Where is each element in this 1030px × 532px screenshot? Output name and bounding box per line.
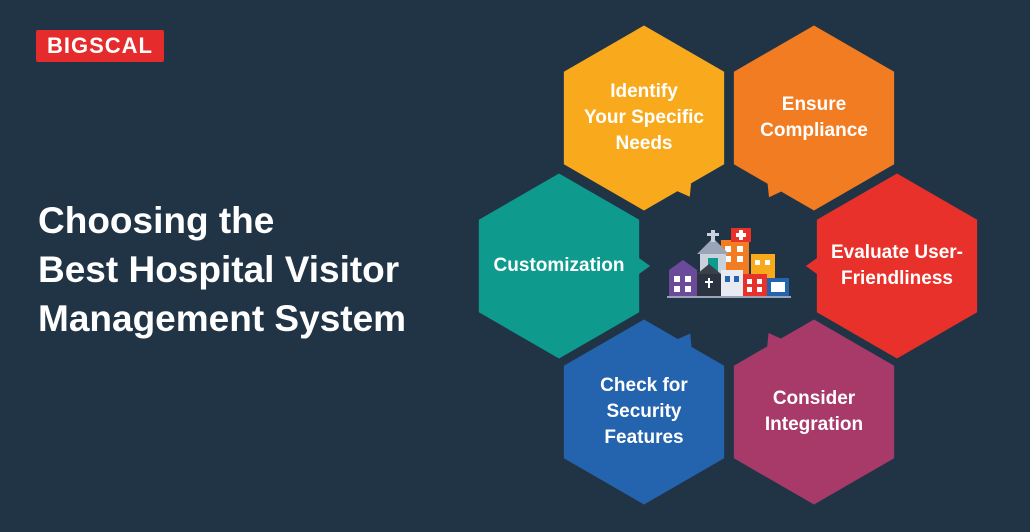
hospital-buildings-icon [667, 228, 791, 298]
label-consider-integration: Consider Integration [764, 388, 864, 435]
page-title: Choosing the Best Hospital Visitor Manag… [38, 196, 406, 343]
hexagon-consider-integration [727, 312, 901, 512]
title-line-3: Management System [38, 298, 407, 339]
pointer-evaluate-user-friendliness [805, 256, 820, 276]
pointer-check-security-features [674, 333, 692, 351]
title-line-1: Choosing the [38, 200, 275, 241]
pointer-customization [636, 256, 651, 276]
pointer-identify-needs [674, 179, 692, 197]
label-evaluate-user-friendliness: Evaluate User- Friendliness [830, 242, 963, 289]
pointer-consider-integration [766, 333, 785, 351]
logo-text: BIGSCAL [47, 33, 153, 58]
label-check-security-features: Check for Security Features [600, 375, 688, 448]
title-line-2: Best Hospital Visitor [38, 249, 400, 290]
hexagon-ensure-compliance [727, 18, 901, 218]
hexagon-identify-needs [557, 18, 731, 218]
label-ensure-compliance: Ensure Compliance [760, 94, 868, 141]
label-identify-needs: Identify Your Specific Needs [583, 81, 704, 154]
label-customization: Customization [493, 255, 625, 276]
pointer-ensure-compliance [767, 180, 785, 198]
hexagon-customization [472, 166, 646, 366]
bigscal-logo: BIGSCAL [36, 30, 164, 62]
